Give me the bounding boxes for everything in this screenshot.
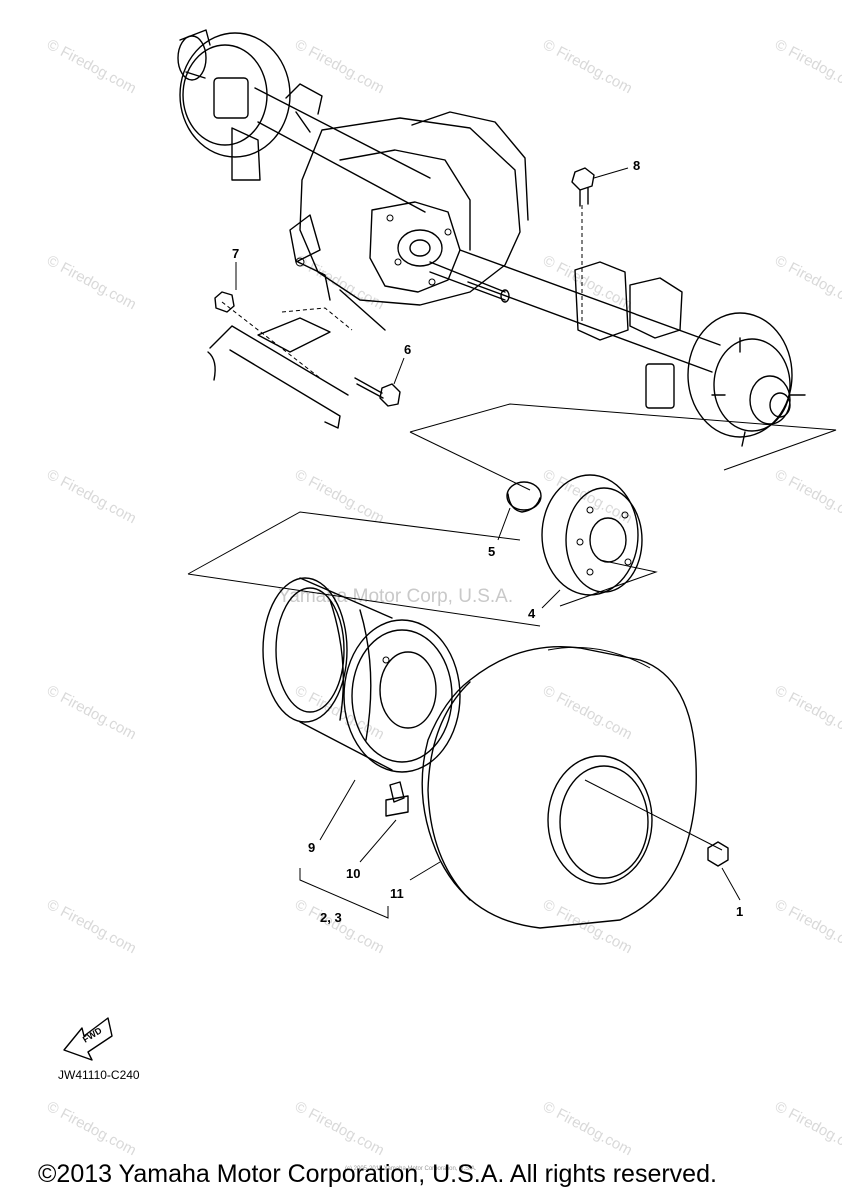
part-9-wheel-rim (262, 577, 461, 841)
rear-axle-assembly (177, 29, 806, 447)
copyright-notice: ©2013 Yamaha Motor Corporation, U.S.A. A… (38, 1160, 717, 1188)
assembly-bracket-2-3 (299, 868, 389, 919)
callout-10: 10 (346, 866, 361, 881)
callout-9: 9 (308, 840, 316, 855)
callout-1: 1 (736, 904, 744, 919)
callout-8: 8 (633, 158, 641, 173)
callout-6: 6 (404, 342, 412, 357)
copyright-stamp: (c) 2005-2015 Yamaha Motor Corporation, … (345, 1166, 477, 1172)
callout-11: 11 (390, 886, 404, 901)
callout-7: 7 (232, 246, 240, 261)
callout-2-3: 2, 3 (320, 910, 342, 925)
part-10-valve-stem (359, 781, 409, 863)
part-11-tire (409, 645, 723, 929)
part-8-bolt (571, 167, 629, 207)
part-6-bolt (354, 357, 405, 407)
fwd-label: FWD (81, 1025, 104, 1045)
callout-5: 5 (488, 544, 496, 559)
part-4-brake-drum (541, 474, 643, 609)
callout-4: 4 (528, 606, 536, 621)
part-5-cap (497, 481, 542, 541)
diagram-code: JW41110-C240 (58, 1068, 140, 1082)
fwd-arrow-icon: FWD (63, 1017, 113, 1061)
part-7-nut (214, 262, 237, 313)
frame-rail (207, 301, 353, 429)
part-1-nut (707, 841, 741, 901)
